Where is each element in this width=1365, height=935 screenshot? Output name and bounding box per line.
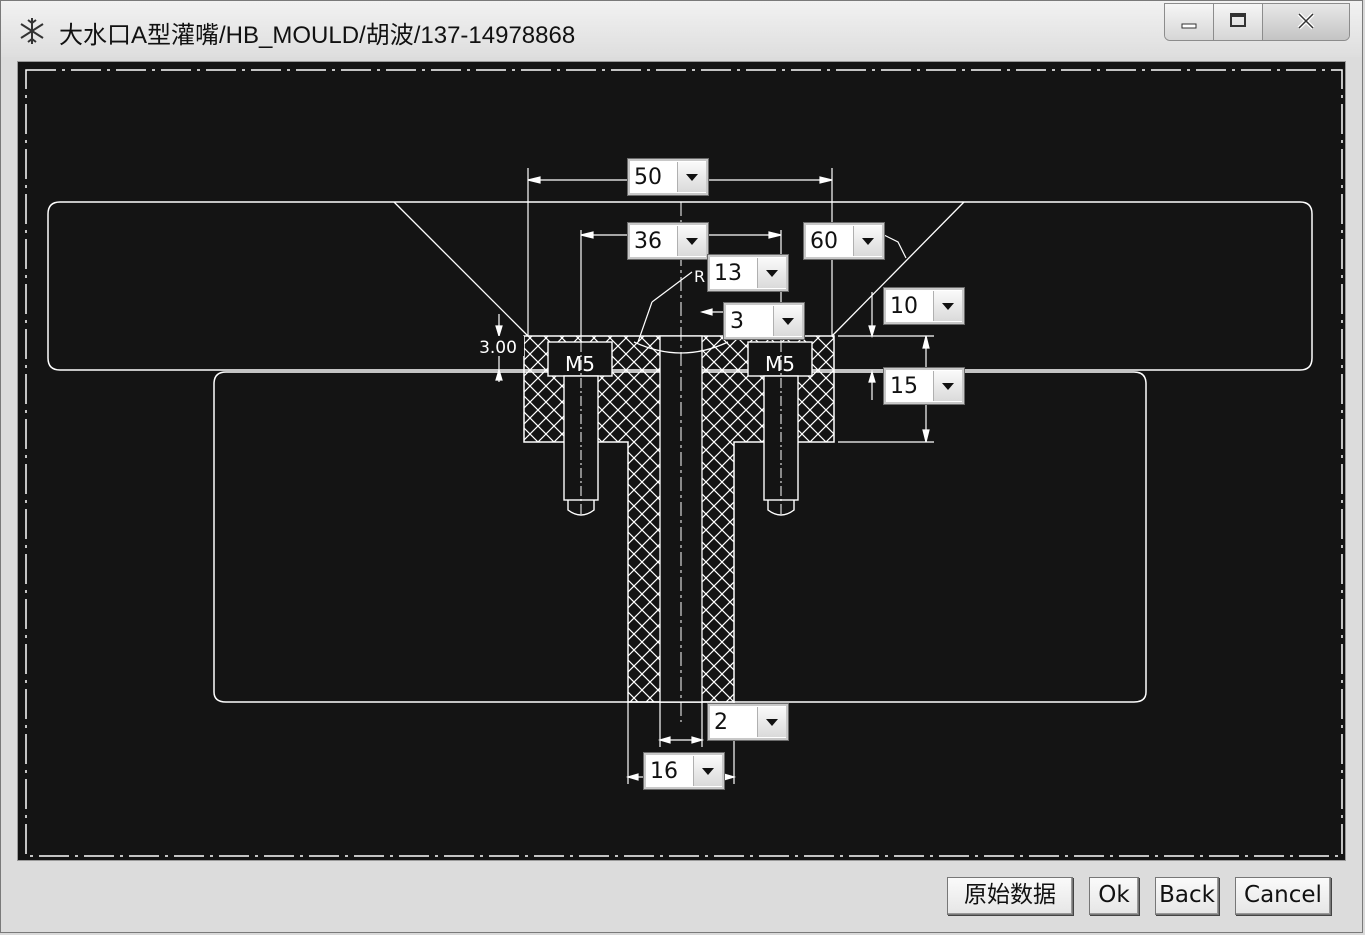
close-icon [1297, 12, 1315, 30]
dim-13-value: 13 [714, 260, 742, 286]
back-button[interactable]: Back [1155, 877, 1219, 915]
chevron-down-icon [933, 371, 962, 401]
minimize-icon [1181, 23, 1197, 29]
chevron-down-icon [773, 306, 802, 336]
drawing-canvas: M5 M5 [17, 61, 1346, 861]
chevron-down-icon [693, 756, 722, 786]
dim-60-select[interactable]: 60 [803, 222, 885, 260]
chevron-down-icon [677, 162, 706, 192]
title-bar: 大水口A型灌嘴/HB_MOULD/胡波/137-14978868 [1, 1, 1362, 57]
dim-3-select[interactable]: 3 [723, 302, 805, 340]
bolt-label-left: M5 [565, 352, 595, 376]
dim-50-select[interactable]: 50 [627, 158, 709, 196]
dim-3-value: 3 [730, 308, 744, 334]
button-bar: 原始数据 Ok Back Cancel [17, 863, 1346, 925]
bolt-label-right: M5 [765, 352, 795, 376]
dim-10-select[interactable]: 10 [883, 287, 965, 325]
chevron-down-icon [853, 226, 882, 256]
cancel-button[interactable]: Cancel [1235, 877, 1331, 915]
offset-label: 3.00 [479, 338, 517, 358]
snowflake-icon [20, 18, 44, 44]
maximize-icon [1230, 13, 1246, 27]
chevron-down-icon [677, 226, 706, 256]
window-controls [1164, 3, 1350, 41]
dim-36-select[interactable]: 36 [627, 222, 709, 260]
dim-2-select[interactable]: 2 [707, 703, 789, 741]
dim-60-value: 60 [810, 228, 838, 254]
radius-prefix: R [694, 267, 705, 286]
minimize-button[interactable] [1165, 4, 1214, 40]
dim-13-select[interactable]: 13 [707, 254, 789, 292]
dim-10-value: 10 [890, 293, 918, 319]
sprue-bushing-drawing: M5 M5 [25, 69, 1343, 857]
dim-15-value: 15 [890, 373, 918, 399]
dim-15-select[interactable]: 15 [883, 367, 965, 405]
close-button[interactable] [1263, 4, 1349, 40]
dim-36-value: 36 [634, 228, 662, 254]
dim-16-select[interactable]: 16 [643, 752, 725, 790]
dim-50-value: 50 [634, 164, 662, 190]
original-data-button[interactable]: 原始数据 [947, 877, 1073, 915]
dim-2-value: 2 [714, 709, 728, 735]
dim-16-value: 16 [650, 758, 678, 784]
window-title: 大水口A型灌嘴/HB_MOULD/胡波/137-14978868 [59, 22, 576, 49]
ok-button[interactable]: Ok [1089, 877, 1139, 915]
maximize-button[interactable] [1214, 4, 1263, 40]
chevron-down-icon [757, 258, 786, 288]
chevron-down-icon [933, 291, 962, 321]
chevron-down-icon [757, 707, 786, 737]
